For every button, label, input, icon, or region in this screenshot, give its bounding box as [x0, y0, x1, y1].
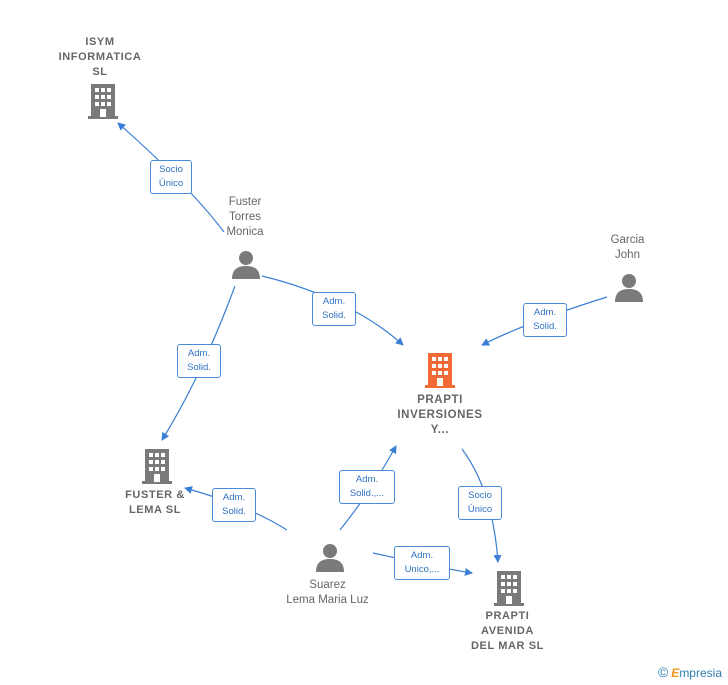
node-label: Suarez Lema Maria Luz — [286, 579, 369, 606]
node-label: Garcia John — [610, 234, 645, 261]
copyright-icon: © — [657, 664, 669, 680]
edge-label-line: Adm. — [187, 348, 211, 359]
edge-label-line: Único — [467, 504, 493, 515]
edge-label-adm-solid[interactable]: Adm. Solid. — [312, 292, 356, 326]
edge-label-socio-unico[interactable]: Socio Único — [458, 486, 502, 520]
edge-label-line: Adm. — [410, 550, 434, 561]
node-garcia-john[interactable]: Garcia John — [590, 233, 665, 263]
building-icon — [142, 449, 172, 484]
edge-label-line: Solid. — [322, 310, 346, 321]
edge-label-line: Solid. — [187, 362, 211, 373]
node-label: PRAPTI AVENIDA DEL MAR SL — [470, 610, 545, 652]
edge-label-line: Adm. — [533, 307, 557, 318]
edge-label-line: Adm. — [322, 296, 346, 307]
edge-label-line: Único — [158, 178, 184, 189]
node-label: ISYM INFORMATICA SL — [58, 36, 142, 78]
person-icon — [316, 544, 344, 572]
edge-label-line: Solid. — [533, 321, 557, 332]
building-icon — [88, 84, 118, 119]
empresia-watermark: ©Empresia — [658, 664, 722, 680]
node-prapti-inversiones[interactable]: PRAPTI INVERSIONES Y... — [385, 393, 495, 438]
node-fuster-torres-monica[interactable]: Fuster Torres Monica — [200, 195, 290, 240]
edge-label-socio-unico[interactable]: Socio Único — [150, 160, 192, 194]
node-fuster-lema[interactable]: FUSTER & LEMA SL — [110, 488, 200, 518]
building-icon — [425, 353, 455, 388]
edge-label-line: Adm. — [355, 474, 379, 485]
edge-label-line: Solid.,... — [349, 488, 385, 499]
edge-label-adm-solid[interactable]: Adm. Solid. — [177, 344, 221, 378]
brand-name: mpresia — [679, 666, 722, 680]
person-icon — [232, 251, 260, 279]
node-label: FUSTER & LEMA SL — [125, 489, 185, 516]
edge-label-line: Adm. — [222, 492, 246, 503]
edge-label-adm-solid[interactable]: Adm. Solid. — [523, 303, 567, 337]
edge-label-line: Solid. — [222, 506, 246, 517]
person-icon — [615, 274, 643, 302]
edge-label-line: Socio — [159, 164, 183, 175]
brand-initial: E — [671, 666, 680, 680]
edge-label-adm-unico[interactable]: Adm. Unico,... — [394, 546, 450, 580]
node-suarez-lema-maria-luz[interactable]: Suarez Lema Maria Luz — [270, 578, 385, 608]
edge-label-adm-solid[interactable]: Adm. Solid. — [212, 488, 256, 522]
node-label: Fuster Torres Monica — [226, 196, 264, 238]
node-label: PRAPTI INVERSIONES Y... — [397, 394, 483, 436]
node-prapti-avenida[interactable]: PRAPTI AVENIDA DEL MAR SL — [455, 609, 560, 654]
node-isym-informatica[interactable]: ISYM INFORMATICA SL — [50, 35, 150, 80]
edge-label-adm-solid-more[interactable]: Adm. Solid.,... — [339, 470, 395, 504]
building-icon — [494, 571, 524, 606]
edge-label-line: Socio — [468, 490, 492, 501]
edge-label-line: Unico,... — [404, 564, 440, 575]
